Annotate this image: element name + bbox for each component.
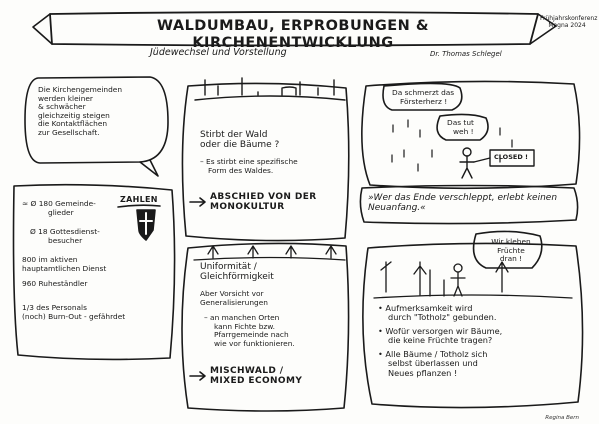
bubble-fruits: Wir kleben Früchte dran ! — [484, 237, 538, 264]
bubble-forester-heart: Da schmerzt das Försterherz ! — [392, 88, 455, 106]
bubble-line: dran ! — [499, 254, 523, 264]
monokultur-arrow — [189, 197, 206, 207]
fichte-icons — [193, 245, 346, 261]
stat-line: 1/3 des Personals — [22, 303, 87, 312]
middle-bottom-bubble — [181, 242, 350, 412]
bubble-line: Da schmerzt das — [392, 88, 455, 97]
title-banner — [49, 11, 539, 47]
answer-line: Form des Waldes. — [208, 165, 274, 175]
bullet-line: • Aufmerksamkeit wird — [378, 303, 473, 313]
mischwald-mixed-economy: MISCHWALD / MIXED ECONOMY — [210, 366, 302, 387]
right-bottom-bubble — [362, 242, 584, 409]
generalization-warning: Aber Vorsicht vor Generalisierungen — [200, 289, 268, 307]
stat-attendees: Ø 18 Gottesdienst- besucher — [30, 227, 100, 245]
zahlen-label: ZAHLEN — [120, 195, 158, 204]
stat-line: 960 Ruheständler — [22, 279, 88, 288]
event-line: Magna 2024 — [548, 21, 586, 29]
closed-sign: CLOSED ! — [494, 153, 528, 161]
mischwald-line: MISCHWALD / — [210, 366, 284, 376]
uniformity-line: Gleichförmigkeit — [200, 272, 274, 283]
rain-drops-icon — [391, 119, 513, 172]
author-name: Dr. Thomas Schlegel — [430, 50, 502, 58]
bubble-it-hurts: Das tut weh ! — [447, 118, 474, 136]
bubble2-outline — [436, 113, 489, 141]
uniformity-line: Uniformität / — [200, 262, 257, 272]
left-speech-text: Die Kirchengemeinden werden kleiner & sc… — [38, 85, 123, 137]
speech-line: zur Gesellschaft. — [38, 127, 100, 137]
stat-line: hauptamtlichen Dienst — [22, 263, 107, 273]
monokultur-line: MONOKULTUR — [210, 202, 285, 213]
quote-text: »Wer das Ende verschleppt, erlebt keinen… — [368, 193, 558, 214]
answer-line: – Es stirbt eine spezifische — [200, 157, 298, 166]
banner-fold-right — [529, 13, 557, 45]
quote-frame — [359, 184, 579, 225]
event-line: Frühjahrskonferenz — [540, 15, 598, 22]
speech-line: werden kleiner — [38, 93, 93, 103]
banner-fold-left — [32, 13, 53, 45]
mischwald-line: MIXED ECONOMY — [210, 376, 303, 387]
church-shield-icon — [136, 209, 156, 241]
stat-members: ≈ Ø 180 Gemeinde- glieder — [22, 199, 96, 217]
speech-line: gleichzeitig steigen — [38, 110, 110, 120]
event-label: Frühjahrskonferenz Magna 2024 — [540, 15, 598, 29]
bullet-line: die keine Früchte tragen? — [388, 335, 493, 346]
page-title: WALDUMBAU, ERPROBUNGEN & KIRCHENENTWICKL… — [157, 18, 429, 51]
speech-line: die Kontaktflächen — [38, 119, 108, 129]
stats-frame — [12, 183, 176, 361]
page-subtitle: Jüdewechsel und Vorstellung — [150, 47, 287, 58]
bullet-line: • Wofür versorgen wir Bäume, — [378, 325, 503, 336]
bubble-line: weh ! — [453, 126, 474, 136]
zahlen-underline — [117, 204, 161, 208]
left-bubble-tail — [139, 159, 159, 177]
stat-line: 800 im aktiven — [22, 255, 78, 264]
note-line: kann Fichte bzw. — [214, 321, 275, 331]
note-line: wie vor funktionieren. — [214, 338, 295, 348]
note-line: Pfarrgemeinde nach — [214, 330, 289, 340]
answer-forest: – Es stirbt eine spezifische Form des Wa… — [200, 157, 298, 175]
bubble3-outline — [472, 230, 543, 269]
fichte-note: – an manchen Orten kann Fichte bzw. Pfar… — [204, 313, 295, 348]
person-with-sign-icon — [459, 147, 535, 179]
right-top-bubble — [361, 80, 581, 190]
mischwald-arrow — [189, 371, 206, 381]
question-line: oder die Bäume ? — [200, 140, 280, 151]
stat-line: glieder — [48, 207, 74, 217]
bullet-line: Neues pflanzen ! — [388, 367, 458, 378]
stat-fulltime: 800 im aktiven hauptamtlichen Dienst — [22, 255, 107, 273]
stat-burnout: 1/3 des Personals (noch) Burn-Out - gefä… — [22, 303, 126, 321]
trees-icon — [373, 261, 573, 299]
note-line: – an manchen Orten — [204, 313, 280, 322]
speech-line: & schwächer — [38, 102, 86, 112]
middle-top-bubble — [181, 82, 350, 242]
question-forest: Stirbt der Wald oder die Bäume ? — [200, 130, 279, 151]
bubble-line: Försterherz ! — [400, 96, 448, 106]
bubble-line: Früchte — [497, 245, 525, 255]
monokultur-line: ABSCHIED VON DER — [210, 192, 317, 202]
bullet-line: • Alle Bäume / Totholz sich — [378, 348, 488, 359]
stat-line: (noch) Burn-Out - gefährdet — [22, 311, 126, 321]
stat-retired: 960 Ruheständler — [22, 279, 88, 289]
stumps-icon — [194, 77, 346, 101]
warning-line: Generalisierungen — [200, 297, 268, 307]
uniformity-heading: Uniformität / Gleichförmigkeit — [200, 262, 274, 283]
speech-line: Die Kirchengemeinden — [38, 85, 123, 94]
warning-line: Aber Vorsicht vor — [200, 289, 264, 298]
deadwood-bullets: • Aufmerksamkeit wird durch "Totholz" ge… — [378, 303, 503, 378]
bubble-line: Wir kleben — [491, 237, 531, 246]
question-line: Stirbt der Wald — [200, 130, 268, 140]
artist-signature: Regina Bern — [545, 414, 579, 421]
stat-line: besucher — [48, 235, 83, 245]
abschied-monokultur: ABSCHIED VON DER MONOKULTUR — [210, 192, 317, 213]
bubble1-outline — [382, 82, 463, 111]
bullet-line: durch "Totholz" gebunden. — [388, 312, 497, 323]
bullet-line: selbst überlassen und — [388, 358, 478, 369]
bubble-line: Das tut — [447, 118, 474, 127]
stat-line: ≈ Ø 180 Gemeinde- — [22, 199, 96, 208]
stat-line: Ø 18 Gottesdienst- — [30, 227, 100, 236]
